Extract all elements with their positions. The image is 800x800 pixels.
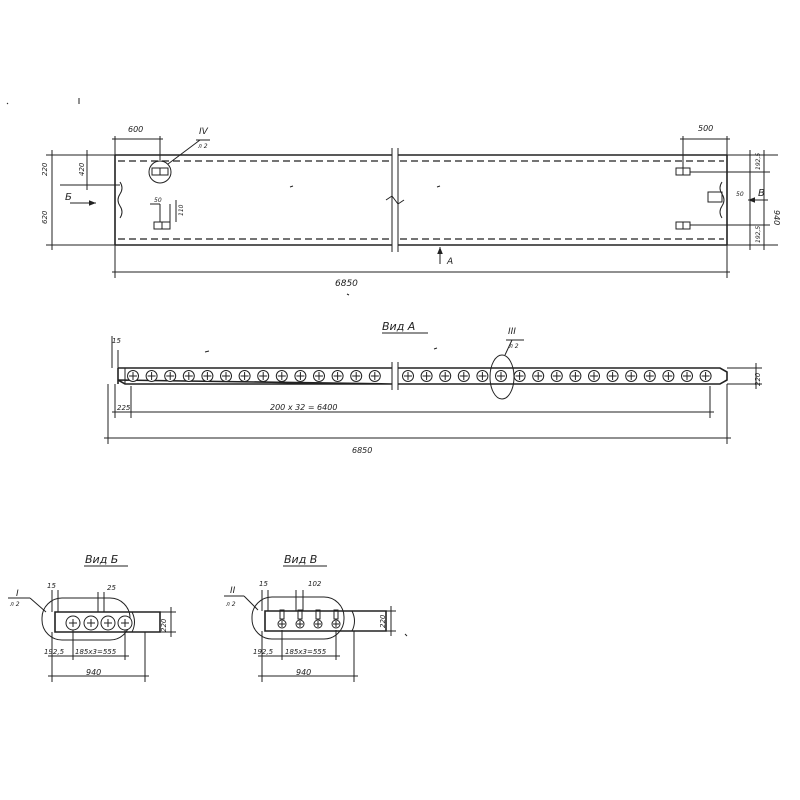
callout-ii-frame [251,596,345,640]
dim-220-a: 220 [754,372,762,386]
dim-500: 500 [698,124,713,133]
callout-iii-sheet: л 2 [508,343,519,350]
callout-ii-sheet: л 2 [225,601,236,608]
callout-i-label: I [16,589,19,599]
dim-50-small: 50 [154,197,162,204]
dim-220-b: 220 [160,618,168,632]
hole-a-cross-9 [277,372,286,380]
dim-6850-a: 6850 [352,446,372,455]
hole-a-cross-3 [166,372,175,380]
hole-a-cross-19 [478,372,487,380]
hole-a-cross-28 [645,372,654,380]
hole-a-cross-17 [441,372,450,380]
callout-iv-sheet: л 2 [197,143,208,150]
hole-a-cross-4 [184,372,193,380]
hole-a-cross-24 [571,372,580,380]
dim-600: 600 [128,125,143,134]
dim-holes-b: 185х3=555 [75,648,117,656]
callout-i-sheet: л 2 [9,601,20,608]
dim-940-b: 940 [86,668,101,677]
dim-940-plan: 940 [772,210,781,225]
hole-row-a [127,370,712,382]
hole-a-cross-7 [240,372,249,380]
hole-a-cross-25 [590,372,598,380]
view-v-title: Вид В [284,553,317,566]
dim-50: 50 [736,191,744,198]
hole-a-cross-14 [370,372,379,380]
callout-iv-label: IV [199,127,209,137]
hole-a-cross-10 [296,372,305,380]
view-a-marker: А [446,257,453,267]
view-a: Вид А III л 2 15 225 200 х 32 = 6400 685… [104,320,762,455]
view-b: Вид Б I л 2 15 25 220 [8,553,176,682]
dim-192-5-bottom: 192,5 [755,226,762,243]
dim-192-5-top: 192,5 [755,153,762,170]
hole-a-cross-13 [352,372,361,380]
hole-a-cross-26 [608,372,617,380]
hole-a-cross-21 [515,372,524,380]
callout-iv-circle [148,160,172,184]
callout-ii-label: II [230,586,236,596]
hole-a-cross-31 [701,372,710,380]
dim-15-b: 15 [47,582,56,590]
dim-15-v: 15 [259,580,268,588]
dim-25-b: 25 [107,584,116,592]
callout-iii-oval [489,354,515,400]
dim-220-v: 220 [379,614,387,628]
hole-a-cross-12 [333,372,342,380]
hole-a-cross-6 [222,372,230,380]
hole-a-cross-16 [422,372,431,380]
view-v: Вид В II л 2 15 102 220 [224,553,408,682]
dim-110: 110 [178,204,185,216]
dim-holes-v: 185х3=555 [285,648,327,656]
view-a-title: Вид А [382,320,415,333]
dim-220-left: 220 [41,162,49,176]
dim-6850-plan: 6850 [335,279,358,289]
hole-a-cross-20 [497,372,505,380]
dim-620: 620 [41,210,49,224]
view-b-marker: Б [65,192,72,203]
hole-a-cross-27 [627,372,636,380]
dim-192-5-b: 192,5 [44,648,65,656]
dim-192-5-v: 192,5 [253,648,274,656]
hole-a-cross-23 [552,372,561,380]
hole-a-cross-15 [404,372,412,380]
dim-940-v: 940 [296,668,311,677]
dim-420: 420 [78,162,86,176]
hole-a-cross-8 [259,372,268,380]
dim-holes-a: 200 х 32 = 6400 [270,403,337,412]
view-b-title: Вид Б [85,553,118,566]
hole-a-cross-2 [147,372,156,380]
hole-a-cross-29 [664,372,673,380]
dim-15-a: 15 [112,337,121,345]
plan-view: IV л 2 50 110 600 500 6850 220 420 6 [41,124,781,289]
hole-a-cross-22 [534,372,543,380]
hole-a-cross-18 [459,372,468,380]
hole-a-cross-11 [315,372,323,380]
callout-iii-label: III [508,327,516,337]
hole-a-cross-30 [683,372,691,380]
view-v-marker: В [758,188,765,199]
hole-a-cross-1 [129,372,137,380]
dim-225: 225 [117,404,131,412]
dim-102-v: 102 [308,580,322,588]
hole-a-cross-5 [203,372,212,380]
